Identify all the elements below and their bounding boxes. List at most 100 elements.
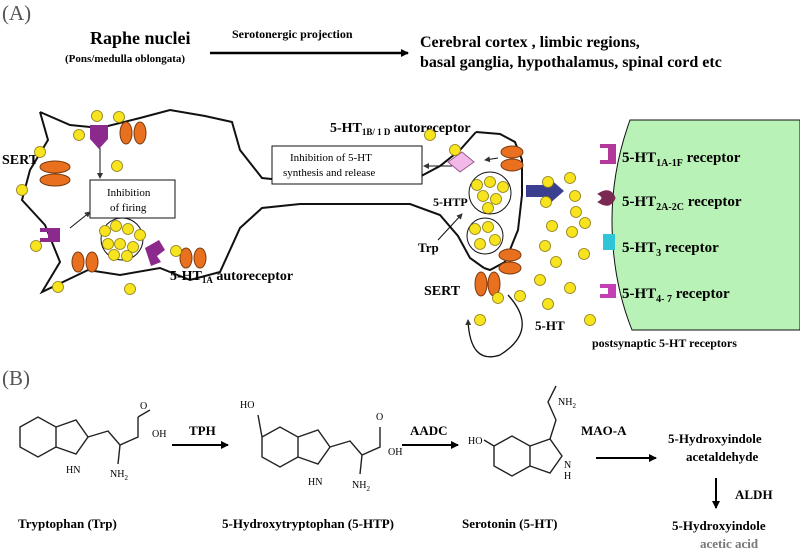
enzyme-tph: TPH [189, 423, 216, 438]
serotonin-granule [127, 241, 139, 253]
serotonin-granule [122, 223, 134, 235]
serotonin-granule [477, 190, 489, 202]
compound-trp-label: Tryptophan (Trp) [18, 516, 117, 531]
soma-transporter-top [119, 121, 147, 145]
postsynaptic-cell [611, 119, 800, 331]
serotonin-granule [570, 206, 582, 218]
release-arrow [526, 177, 564, 205]
sert-left-label: SERT [2, 153, 39, 168]
autoreceptor-1a-label: 5-HT1A autoreceptor [170, 269, 293, 285]
serotonin-granule [566, 226, 578, 238]
soma-transporter-right [179, 247, 207, 269]
terminal-inner-arrow [484, 156, 499, 163]
serotonin-granule [482, 202, 494, 214]
serotonin-granule [564, 282, 576, 294]
inhibition-synthesis-line2: synthesis and release [283, 167, 375, 179]
enzyme-maoa: MAO-A [581, 423, 627, 438]
trp-oh: OH [152, 429, 166, 440]
receptor-label: 5-HT4- 7 receptor [622, 286, 730, 305]
autoreceptor-soma-top [90, 125, 108, 149]
sert-right-transporter [474, 271, 501, 297]
serotonin-granule [540, 196, 552, 208]
targets-line1: Cerebral cortex , limbic regions, [420, 34, 640, 51]
serotonin-structure [483, 385, 563, 477]
htp-structure [257, 414, 381, 475]
raphe-title: Raphe nuclei [90, 28, 191, 48]
serotonin-granule [542, 298, 554, 310]
serotonin-granule [489, 234, 501, 246]
htp-label: 5-HTP [433, 195, 468, 209]
receptor-label: 5-HT2A-2C receptor [622, 194, 742, 213]
serotonin-granule [484, 176, 496, 188]
receptor-1a-1f [600, 144, 616, 164]
receptor-label: 5-HT3 receptor [622, 240, 719, 259]
panel-a-label: (A) [2, 1, 31, 25]
serotonin-granule [471, 179, 483, 191]
inhibition-firing-line1: Inhibition [107, 187, 151, 199]
serotonin-granule [424, 129, 436, 141]
tryptophan-structure [19, 409, 151, 465]
serotonin-granule [102, 238, 114, 250]
serotonin-granule [170, 245, 182, 257]
sert-left-transporter [39, 160, 71, 174]
compound-serotonin-label: Serotonin (5-HT) [462, 516, 557, 531]
serotonin-granule [578, 248, 590, 260]
serotonin-granule [546, 220, 558, 232]
serotonin-granule [34, 146, 46, 158]
serotonin-granule [30, 240, 42, 252]
acid-line2: acetic acid [700, 536, 759, 551]
targets-line2: basal ganglia, hypothalamus, spinal cord… [420, 54, 722, 71]
htp-nh2: NH2 [352, 480, 370, 493]
serotonin-granule [114, 238, 126, 250]
sert-left-transporter [39, 173, 71, 187]
serotonin-granule [569, 190, 581, 202]
serotonin-granule [111, 160, 123, 172]
compound-htp-label: 5-Hydroxytryptophan (5-HTP) [222, 516, 394, 531]
receptor-4-7 [600, 284, 616, 298]
inhibition-synthesis-box [271, 145, 423, 185]
serotonin-granule [121, 250, 133, 262]
serotonin-granules [16, 110, 596, 326]
serotonin-granule [449, 144, 461, 156]
raphe-subtitle: (Pons/medulla oblongata) [65, 53, 185, 65]
autoreceptor-1b-label: 5-HT1B/ 1 D autoreceptor [330, 121, 471, 137]
receptor-labels: 5-HT1A-1F receptor 5-HT2A-2C receptor 5-… [622, 150, 742, 305]
serotonin-h: H [564, 471, 571, 482]
serotonin-granule [16, 184, 28, 196]
serotonin-granule [482, 221, 494, 233]
trp-label: Trp [418, 240, 439, 255]
inhibition-synthesis-line1: Inhibition of 5-HT [290, 152, 372, 164]
soma-transporter-bottom [71, 251, 99, 273]
projection-label: Serotonergic projection [232, 27, 353, 41]
serotonin-granule [99, 225, 111, 237]
htp-o: O [376, 412, 383, 423]
inhibition-firing-box [89, 179, 176, 219]
serotonin-granule [108, 249, 120, 261]
serotonin-granule [492, 292, 504, 304]
receptor-2a-2c [597, 190, 616, 206]
serotonin-granule [110, 220, 122, 232]
autoreceptor-soma-left [40, 228, 60, 242]
serotonin-granule [474, 238, 486, 250]
trp-nh2: NH2 [110, 469, 128, 482]
sert-right-label: SERT [424, 284, 461, 299]
serotonin-n: N [564, 460, 571, 471]
receptor-label: 5-HT1A-1F receptor [622, 150, 741, 169]
serotonin-nh2: NH2 [558, 397, 576, 410]
trp-hn: HN [66, 465, 80, 476]
receptor-3 [603, 234, 615, 250]
enzyme-aadc: AADC [410, 423, 448, 438]
serotonin-granule [52, 281, 64, 293]
serotonin-granule [490, 193, 502, 205]
trp-arrow [437, 213, 463, 241]
htp-oh: OH [388, 447, 402, 458]
firing-arrow-left [69, 211, 91, 229]
autoreceptor-1a [145, 240, 165, 266]
serotonin-granule [497, 181, 509, 193]
serotonin-granule [134, 229, 146, 241]
serotonin-granule [73, 129, 85, 141]
serotonin-granule [550, 256, 562, 268]
receptor-shapes [597, 144, 616, 298]
